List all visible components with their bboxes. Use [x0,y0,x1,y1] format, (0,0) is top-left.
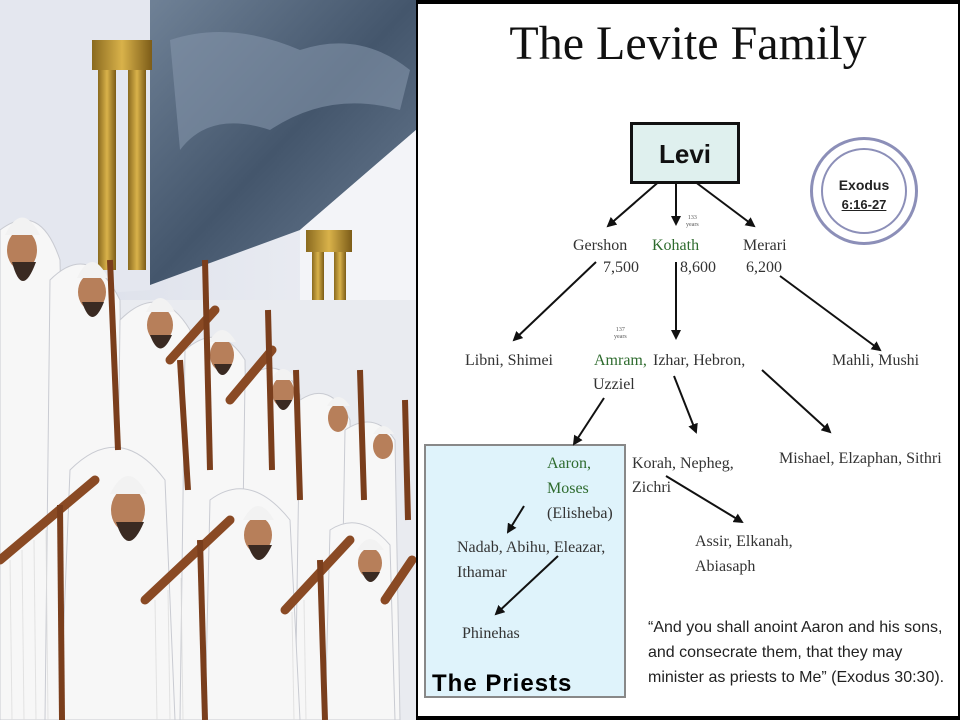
quote-line-1: “And you shall anoint Aaron and his sons… [648,619,943,636]
quote-line-2: and consecrate them, that they may [648,643,903,661]
levi-box: Levi [630,122,740,184]
levi-label: Levi [658,139,712,169]
merari-name: Merari [743,237,787,254]
gershon-count: 7,500 [603,259,639,276]
phinehas-name: Phinehas [462,625,520,642]
quote-line-3: minister as priests to Me” (Exodus 30:30… [648,668,945,686]
korah-nepheg: Korah, Nepheg, [632,455,734,472]
kohath-age: 133 years [686,215,699,228]
levite-musicians-painting [0,0,416,720]
exodus-book: Exodus [838,177,890,193]
merari-sons: Mahli, Mushi [832,352,920,369]
uzziel-sons: Mishael, Elzaphan, Sithri [779,450,942,467]
kohath-count: 8,600 [680,259,716,276]
moses-name: Moses [547,480,589,497]
korah-sons-line2: Abiasaph [695,558,756,575]
uzziel-name: Uzziel [593,376,635,393]
gershon-name: Gershon [573,237,628,254]
arrow-aaron-nadab [506,505,525,534]
aaron-sons-line1: Nadab, Abihu, Eleazar, [457,539,606,556]
arrow-gershon-libni [512,261,597,342]
painting-illustration [0,0,416,720]
kohath-name: Kohath [652,237,700,254]
amram-name: Amram, [594,352,647,369]
levite-family-diagram: The Priests The Levite Family Levi Exod [418,4,958,716]
scripture-quote: “And you shall anoint Aaron and his sons… [648,616,953,690]
priests-box [424,444,626,698]
exodus-reference-badge: Exodus 6:16-27 [810,137,918,245]
diagram-title: The Levite Family [509,17,867,70]
elisheba-name: (Elisheba) [547,505,613,522]
aaron-name: Aaron, [547,455,591,472]
korah-sons-line1: Assir, Elkanah, [695,533,793,550]
aaron-sons-line2: Ithamar [457,564,507,581]
arrow-eleazar-phinehas [494,555,559,616]
exodus-verse: 6:16-27 [841,197,887,212]
priests-label: The Priests [432,670,573,697]
arrow-korah-assir [665,475,744,524]
arrow-amram-aaron [572,397,605,446]
amram-age: 137 years [614,327,627,340]
arrow-merari-mahli [779,275,882,352]
gershon-sons: Libni, Shimei [465,352,553,369]
zichri-name: Zichri [632,479,672,496]
arrow-uzziel-mishael [761,369,832,434]
merari-count: 6,200 [746,259,782,276]
izhar-hebron: Izhar, Hebron, [653,352,746,369]
arrow-izhar-korah [673,375,698,434]
